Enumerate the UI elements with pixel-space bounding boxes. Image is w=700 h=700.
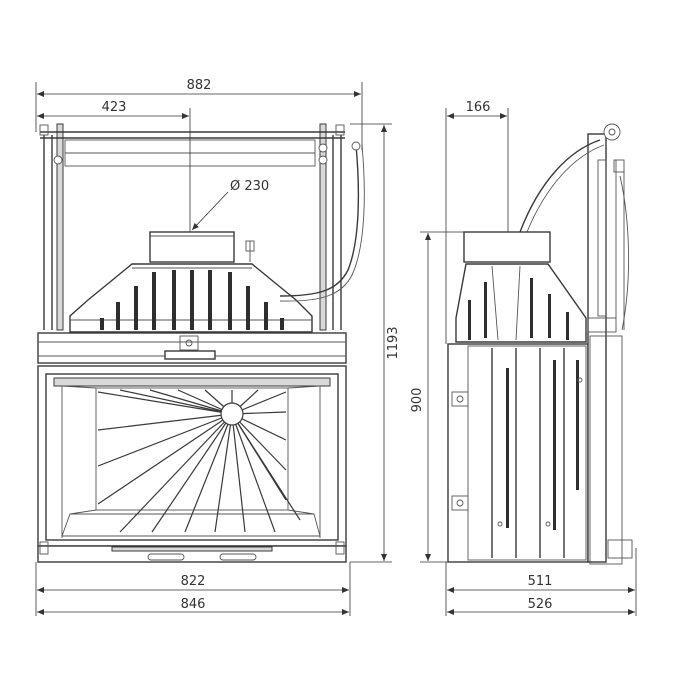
- side-hood: [455, 263, 587, 343]
- side-body: [447, 343, 589, 563]
- dim-846: 846: [181, 597, 206, 612]
- side-dimensions: [420, 108, 637, 616]
- side-view: [447, 123, 633, 565]
- side-pulley: [603, 123, 621, 141]
- side-flue-collar: [463, 231, 551, 263]
- dim-900: 900: [410, 388, 425, 413]
- dim-822: 822: [181, 574, 206, 589]
- dim-511: 511: [528, 574, 553, 589]
- front-door: [37, 365, 347, 547]
- dim-1193: 1193: [386, 326, 401, 359]
- flue-collar: [149, 231, 255, 263]
- front-base: [37, 541, 347, 563]
- side-rear-frame: [587, 133, 607, 563]
- front-header-band: [37, 332, 347, 364]
- side-air-hose: [519, 139, 601, 233]
- dim-flue-diameter: Ø 230: [230, 179, 269, 194]
- side-hinge-top: [451, 391, 469, 407]
- front-air-hose: [279, 144, 360, 297]
- dim-526: 526: [528, 597, 553, 612]
- dim-882: 882: [187, 78, 212, 93]
- front-dimensions: [35, 82, 392, 616]
- dim-423: 423: [102, 100, 127, 115]
- dim-166: 166: [466, 100, 491, 115]
- front-view: [37, 123, 365, 563]
- fire-sunburst: [97, 389, 301, 533]
- firebox-hood: [69, 263, 313, 333]
- side-hinge-bottom: [451, 495, 469, 511]
